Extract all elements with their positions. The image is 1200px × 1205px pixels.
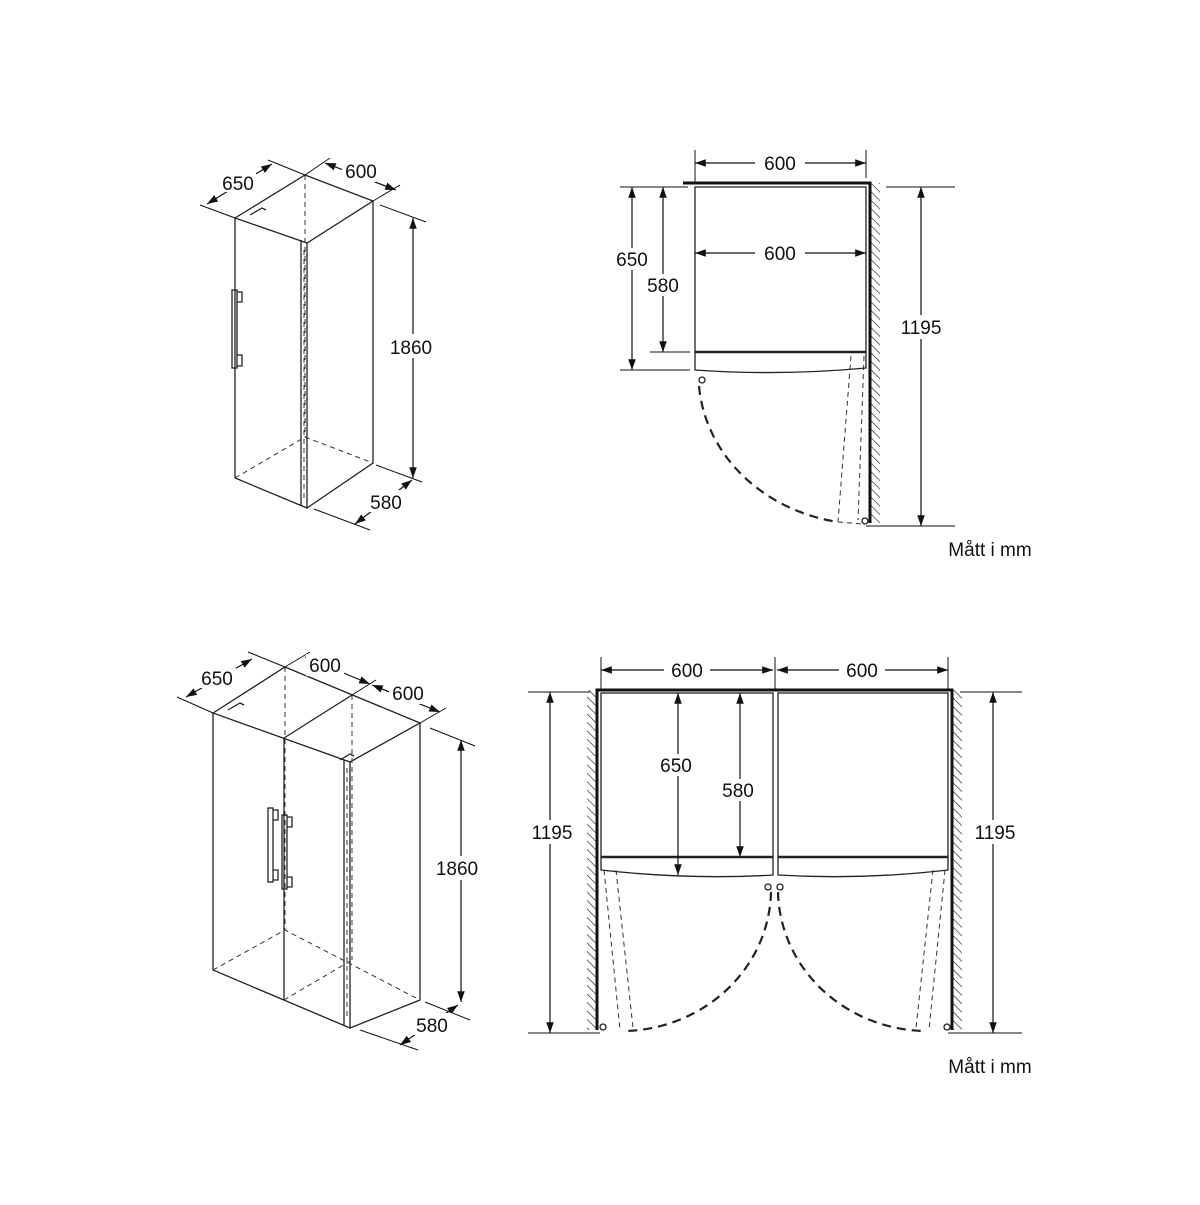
dim-door-clearance-right: 1195 [975, 823, 1016, 844]
dim-width-top: 600 [764, 154, 796, 175]
hinge-icon [943, 1023, 951, 1031]
hinge-icon [861, 517, 869, 525]
wall-hatching-right [952, 690, 962, 1030]
double-plan-view: 600 600 650 580 1195 1195 Mått i mm [527, 657, 1032, 1078]
door-handle [231, 289, 238, 369]
dim-depth-total: 650 [660, 756, 692, 777]
hinge-icon [776, 883, 784, 891]
dim-door-clearance: 1195 [901, 318, 942, 339]
dim-width-inner: 600 [764, 244, 796, 265]
dim-depth: 650 [222, 174, 254, 195]
dim-width-left: 600 [671, 661, 703, 682]
dim-depth: 650 [201, 669, 233, 690]
dim-depth-body: 580 [722, 781, 754, 802]
hinge-icon [249, 207, 267, 216]
dim-depth-body: 580 [647, 276, 679, 297]
wall-hatching [870, 183, 880, 523]
dim-body-depth: 580 [416, 1016, 448, 1037]
hinge-icon [698, 376, 706, 384]
dim-width-left: 600 [309, 656, 341, 677]
dim-body-depth: 580 [370, 493, 402, 514]
single-plan-view: 600 600 650 580 1195 Mått i mm [612, 150, 1032, 561]
wall-hatching-left [587, 690, 597, 1030]
dim-depth-total: 650 [616, 250, 648, 271]
double-iso-view: 650 600 600 1860 580 [176, 651, 484, 1051]
dim-width-right: 600 [392, 684, 424, 705]
dim-height: 1860 [390, 338, 432, 359]
door-handle-left [267, 807, 274, 883]
dim-door-clearance-left: 1195 [532, 823, 573, 844]
dim-width: 600 [345, 162, 377, 183]
hinge-icon [599, 1023, 607, 1031]
dim-height: 1860 [436, 859, 478, 880]
units-note: Mått i mm [948, 540, 1031, 561]
dim-width-right: 600 [846, 661, 878, 682]
hinge-icon [764, 883, 772, 891]
single-iso-view: 650 600 1860 580 [199, 157, 438, 531]
units-note: Mått i mm [948, 1057, 1031, 1078]
hinge-icon [227, 702, 355, 761]
door-handle-right [281, 814, 288, 890]
